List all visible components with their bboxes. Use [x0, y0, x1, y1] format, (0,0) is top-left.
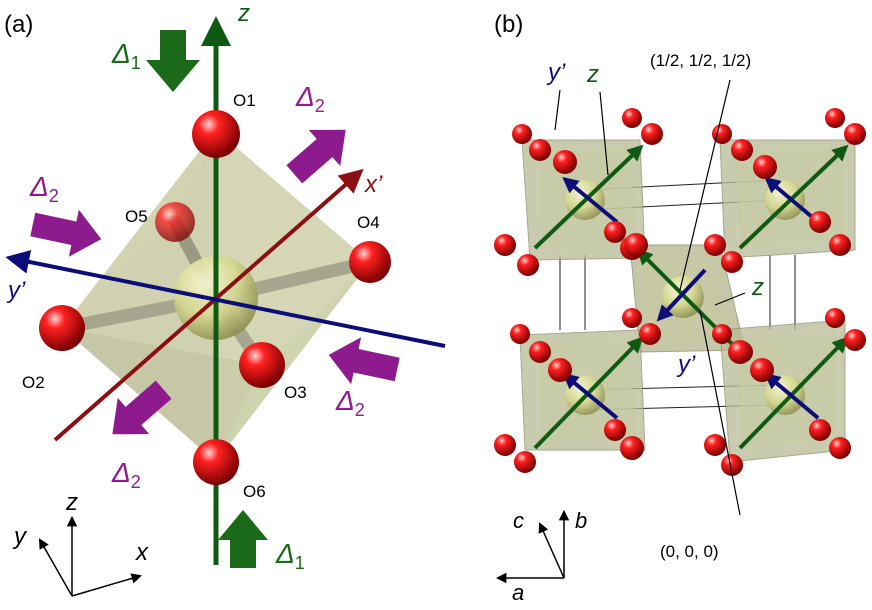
b-z-label-center: z [751, 274, 764, 301]
delta2-label-1: Δ2 [295, 81, 325, 116]
oxygen-o5 [155, 202, 195, 242]
y-prime-direction-arrows [562, 176, 820, 420]
oxygen-o1 [192, 110, 240, 158]
z-axis-label: z [237, 0, 250, 27]
b-y-prime-label-center: y’ [676, 351, 696, 378]
center-coord-label: (1/2, 1/2, 1/2) [650, 51, 751, 70]
frame-b-b: b [575, 508, 587, 533]
panel-a-label: (a) [4, 11, 33, 38]
oxygen-o2 [39, 305, 85, 351]
leader-lines [554, 79, 746, 516]
label-o1: O1 [233, 91, 256, 110]
delta1-label-bottom: Δ1 [275, 538, 305, 573]
delta2-arrow-left [30, 209, 102, 257]
delta1-arrow-bottom [218, 510, 268, 568]
b-y-prime-label-top: y’ [546, 59, 566, 86]
oxygen-o4 [349, 241, 391, 283]
delta2-arrow-right [328, 337, 400, 385]
panel-a-frame [38, 515, 143, 597]
label-o3: O3 [284, 383, 307, 402]
x-prime-axis-line [53, 168, 364, 442]
x-prime-axis-label: x’ [364, 171, 383, 198]
y-prime-axis-label: y’ [6, 277, 26, 304]
origin-coord-label: (0, 0, 0) [660, 542, 719, 561]
label-o2: O2 [22, 373, 45, 392]
panel-b: (b) [494, 11, 866, 605]
label-o4: O4 [357, 213, 380, 232]
frame-b-a: a [512, 580, 524, 605]
delta2-arrow-lower-left [112, 380, 172, 435]
panel-b-oxygens [494, 108, 866, 476]
label-o5: O5 [125, 207, 148, 226]
delta2-arrow-upper-right [286, 129, 346, 184]
y-prime-axis-line [5, 250, 446, 348]
frame-a-y: y [12, 523, 28, 550]
frame-b-c: c [513, 508, 524, 533]
delta1-arrow-top [146, 30, 200, 92]
delta1-label-top: Δ1 [111, 38, 141, 73]
delta2-label-3: Δ2 [335, 385, 365, 420]
delta2-label-4: Δ2 [111, 457, 141, 492]
oxygen-o3 [239, 342, 285, 388]
panel-b-frame [495, 509, 570, 584]
delta2-label-2: Δ2 [29, 171, 59, 206]
frame-a-x: x [135, 539, 149, 566]
b-z-label-top: z [586, 61, 599, 88]
panel-b-label: (b) [494, 11, 523, 38]
label-o6: O6 [243, 482, 266, 501]
oxygen-o6 [193, 439, 239, 485]
panel-a: (a) z x’ y’ [4, 0, 446, 597]
frame-a-z: z [65, 489, 78, 516]
